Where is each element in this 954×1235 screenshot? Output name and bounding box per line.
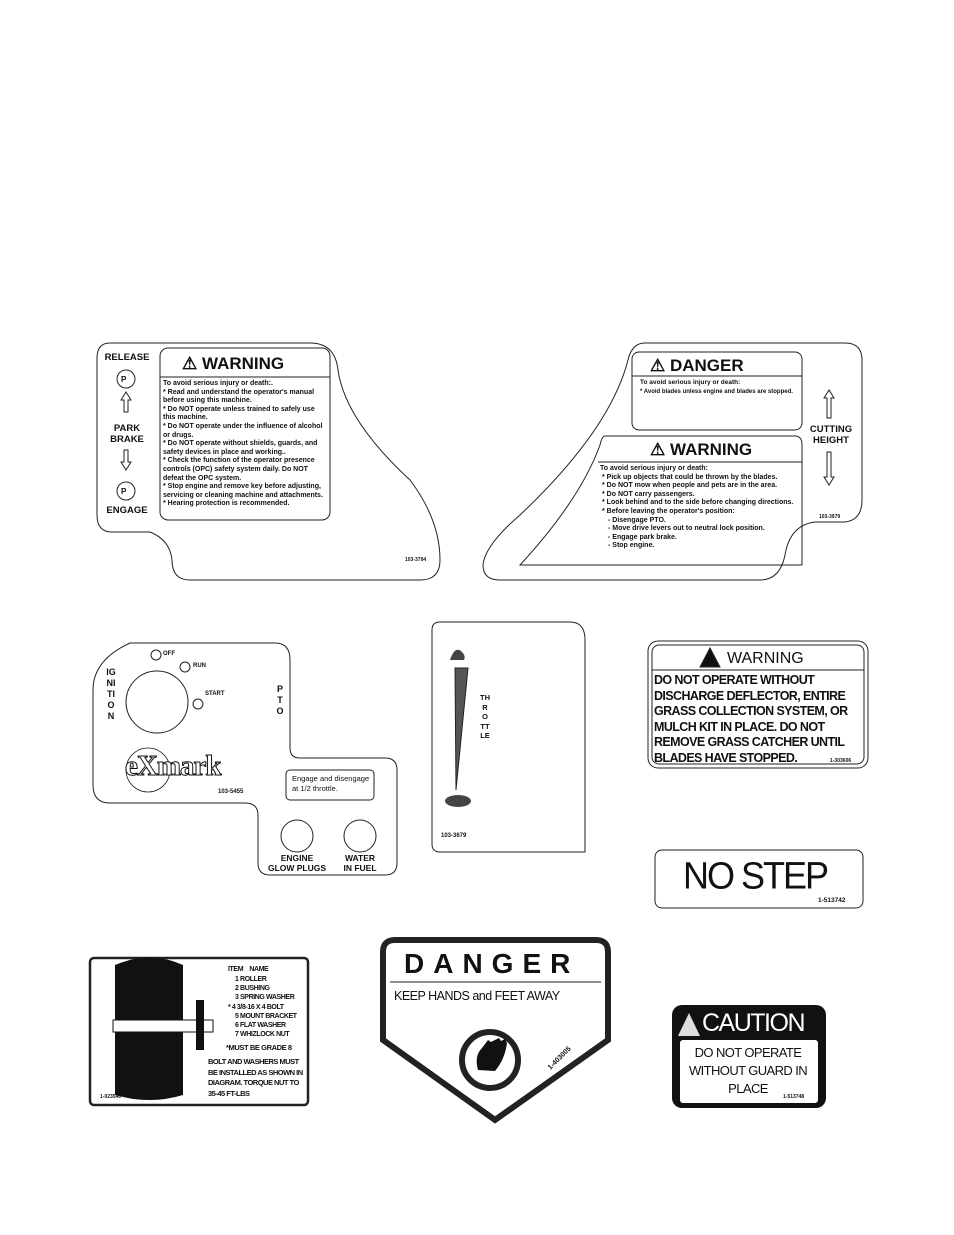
list-item: * Read and understand the operator's man… <box>163 388 315 405</box>
cutting-height-decal-outline <box>482 342 863 581</box>
throttle-label: THROTTLE <box>480 693 490 740</box>
throttle-note: Engage and disengage at 1/2 throttle. <box>292 774 370 793</box>
list-item: * Pick up objects that could be thrown b… <box>602 473 778 481</box>
list-item: 7 WHIZLOCK NUT <box>235 1031 290 1039</box>
warning-discharge-text: DO NOT OPERATE WITHOUT DISCHARGE DEFLECT… <box>654 673 848 765</box>
grade-note: *MUST BE GRADE 8 <box>226 1043 292 1052</box>
danger-heading-hex: DANGER <box>404 948 580 979</box>
danger-text: To avoid serious injury or death: * Avoi… <box>640 379 805 396</box>
release-label: RELEASE <box>104 352 150 363</box>
warning-discharge-outline <box>647 640 869 769</box>
list-item: * Stop engine and remove key before adju… <box>163 483 323 499</box>
part-number: 103-3794 <box>405 557 427 563</box>
list-item: * Hearing protection is recommended. <box>163 500 290 508</box>
part-number: 1-513742 <box>818 897 846 904</box>
part-number: 103-3679 <box>441 833 467 839</box>
list-item: * Do NOT carry passengers. <box>602 490 695 498</box>
throttle-wedge <box>454 667 469 791</box>
start-label: START <box>205 691 225 697</box>
warning-icon: ⚠ <box>182 354 202 373</box>
list-item: * Do NOT mow when people and pets are in… <box>602 482 778 490</box>
pto-label: PTO <box>276 684 284 716</box>
warning-box <box>159 347 331 521</box>
ignition-label: IGNITION <box>106 667 116 721</box>
keep-hands-text: KEEP HANDS and FEET AWAY <box>394 989 560 1003</box>
height-label: HEIGHT <box>813 435 849 446</box>
list-item: - Engage park brake. <box>608 533 677 541</box>
water-in-fuel-indicator <box>343 819 377 853</box>
list-item: * Look behind and to the side before cha… <box>602 499 794 507</box>
intro: To avoid serious injury or death:. <box>163 380 273 387</box>
list-item: 2 BUSHING <box>235 985 270 993</box>
part-number: 1-513748 <box>783 1094 805 1100</box>
list-item: * Do NOT operate without shields, guards… <box>163 440 318 456</box>
list-item: 5 MOUNT BRACKET <box>235 1012 297 1020</box>
warning-heading: ⚠ WARNING <box>182 354 285 373</box>
list-item: - Move drive levers out to neutral lock … <box>608 525 765 533</box>
item-header: ITEM NAME <box>228 966 269 973</box>
park-brake-decal-outline <box>96 342 441 581</box>
ignition-switch-hole <box>125 670 189 734</box>
run-label: RUN <box>193 663 206 669</box>
list-item: * Check the function of the operator pre… <box>163 457 315 482</box>
warning-text-2: To avoid serious injury or death: * Pick… <box>600 465 805 551</box>
throttle-note-box <box>285 769 375 801</box>
list-item: * 4 3/8-16 X 4 BOLT <box>228 1003 284 1011</box>
part-number: 1-303606 <box>830 758 852 764</box>
p-icon: P <box>121 375 127 384</box>
list-item: * Before leaving the operator's position… <box>602 507 735 515</box>
list-item: 3 SPRING WASHER <box>235 994 295 1002</box>
warning-text: To avoid serious injury or death:. * Rea… <box>163 380 328 509</box>
list-item: * Do NOT operate unless trained to safel… <box>163 405 315 422</box>
list-item: - Stop engine. <box>608 542 655 550</box>
item-list: 1 ROLLER 2 BUSHING 3 SPRING WASHER * 4 3… <box>228 975 297 1039</box>
ignition-decal-outline <box>92 642 398 876</box>
no-step-outline <box>654 849 864 909</box>
intro: To avoid serious injury or death: <box>600 465 708 472</box>
list-item: 6 FLAT WASHER <box>235 1022 286 1030</box>
park-label: PARK <box>113 423 141 434</box>
caution-text: DO NOT OPERATE WITHOUT GUARD IN PLACE <box>689 1045 808 1096</box>
danger-box <box>631 351 803 431</box>
off-label: OFF <box>163 651 175 657</box>
danger-heading: ⚠ DANGER <box>650 356 744 375</box>
exmark-logo: eXmark <box>124 750 221 783</box>
part-number: 103-3979 <box>819 514 841 520</box>
warning-icon: ⚠ <box>650 356 670 375</box>
danger-hands-outline <box>380 937 611 1124</box>
part-number: 103-5455 <box>218 789 244 795</box>
warning-icon: ⚠ <box>650 440 670 459</box>
list-item: - Disengage PTO. <box>608 516 666 524</box>
engage-label: ENGAGE <box>106 505 148 516</box>
part-number: 1-023540 <box>100 1094 122 1100</box>
p-icon-engage: P <box>121 487 127 496</box>
glow-plug-indicator <box>280 819 314 853</box>
no-hands-icon <box>459 1029 521 1091</box>
warning-box-2 <box>518 435 803 566</box>
cutting-label: CUTTING <box>809 424 853 435</box>
warning-heading-2: ⚠ WARNING <box>650 440 753 459</box>
list-item: 1 ROLLER <box>235 976 267 983</box>
install-note: BOLT AND WASHERS MUST BE INSTALLED AS SH… <box>208 1057 303 1098</box>
intro: To avoid serious injury or death: <box>640 379 741 386</box>
warning-heading-3: WARNING <box>727 650 804 667</box>
brake-label: BRAKE <box>110 434 144 445</box>
list-item: * Avoid blades unless engine and blades … <box>640 388 793 395</box>
list-item: * Do NOT operate under the influence of … <box>163 422 323 439</box>
no-step-text: NO STEP <box>683 853 829 897</box>
caution-heading: CAUTION <box>702 1009 806 1037</box>
throttle-decal-outline <box>431 621 586 853</box>
roller-decal-outline <box>88 956 310 1107</box>
